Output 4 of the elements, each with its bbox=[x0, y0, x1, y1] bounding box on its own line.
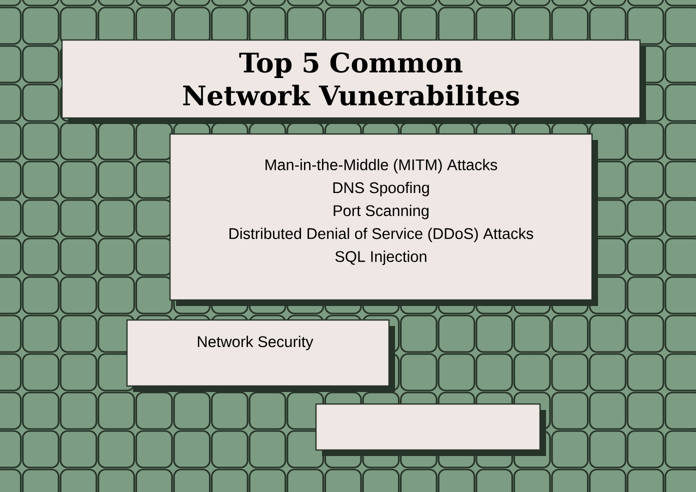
tag-box bbox=[315, 403, 546, 456]
title-box: Top 5 Common Network Vunerabilites bbox=[61, 39, 646, 124]
tag-box: Network Security bbox=[126, 319, 395, 392]
list-box: Man-in-the-Middle (MITM) Attacks DNS Spoofing Port Scanning Distributed Denial of Service (DDoS) Attacks SQL Injection bbox=[169, 133, 598, 306]
